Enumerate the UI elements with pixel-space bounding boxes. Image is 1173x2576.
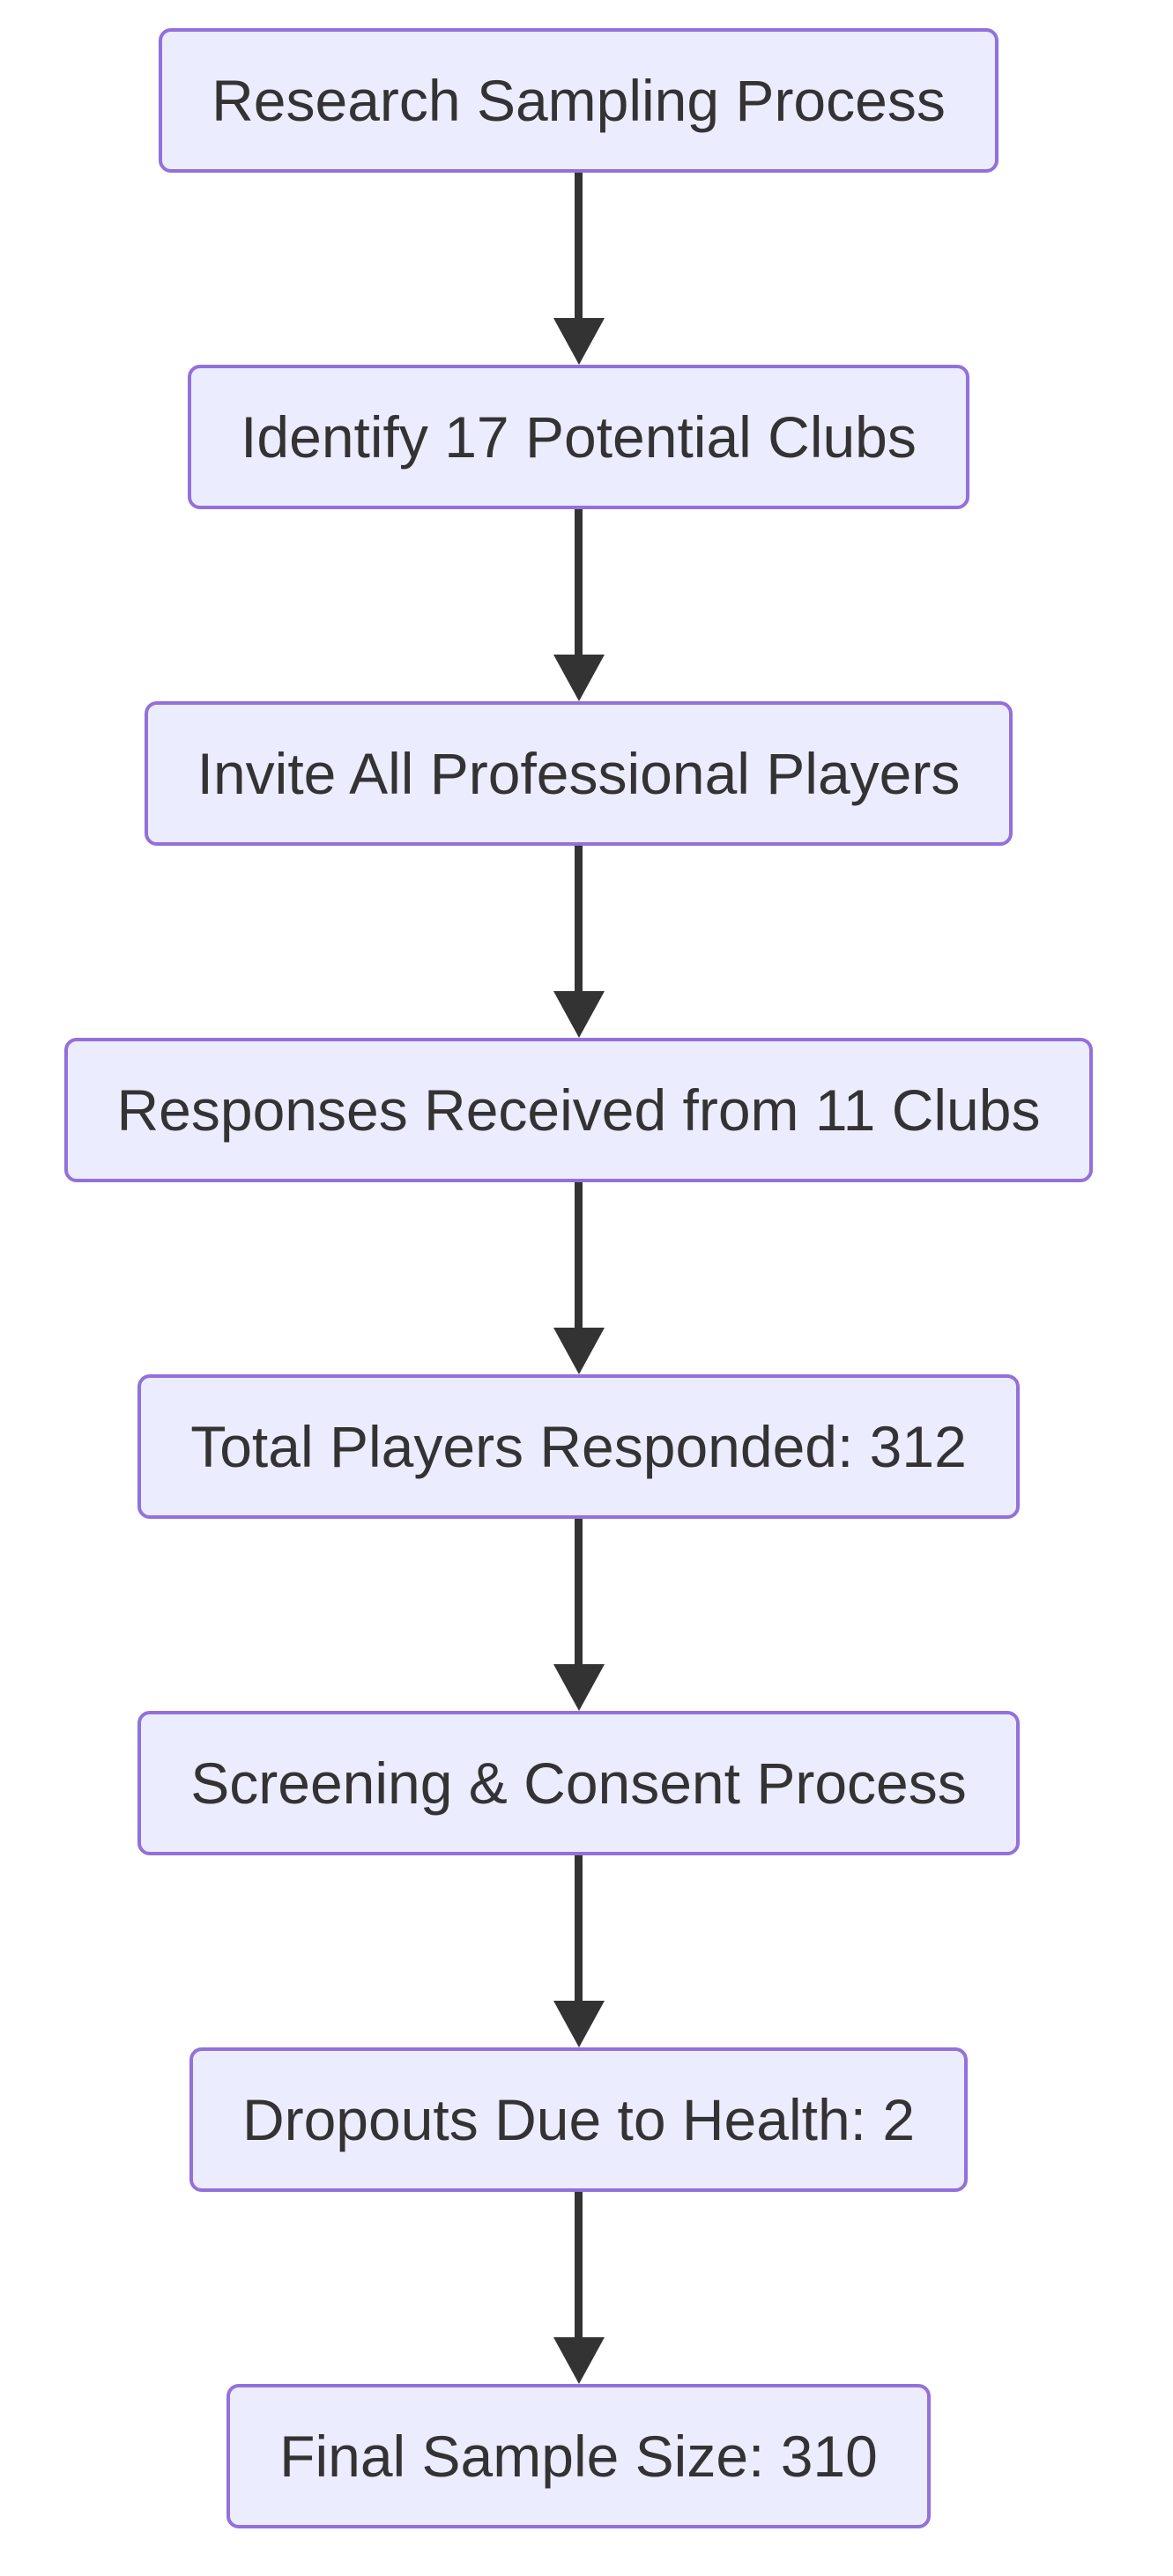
arrow-line [575, 509, 583, 657]
node-label: Responses Received from 11 Clubs [116, 1077, 1041, 1143]
node-total-players-responded: Total Players Responded: 312 [137, 1374, 1020, 1519]
node-label: Screening & Consent Process [190, 1751, 967, 1816]
arrow-head-icon [553, 318, 605, 365]
node-label: Research Sampling Process [212, 68, 946, 133]
arrow-head-icon [553, 991, 605, 1038]
arrow-line [575, 1855, 583, 2003]
arrow-head-icon [553, 655, 605, 701]
arrow-line [575, 1182, 583, 1330]
arrow-head-icon [553, 2001, 605, 2047]
node-final-sample-size: Final Sample Size: 310 [226, 2384, 931, 2528]
node-label: Total Players Responded: 312 [190, 1414, 967, 1479]
arrow-head-icon [553, 1664, 605, 1711]
node-label: Final Sample Size: 310 [279, 2424, 878, 2489]
arrow-line [575, 2192, 583, 2340]
node-screening-consent-process: Screening & Consent Process [137, 1711, 1020, 1855]
arrow-head-icon [553, 2337, 605, 2384]
node-label: Invite All Professional Players [197, 741, 961, 806]
arrow-head-icon [553, 1328, 605, 1374]
node-responses-received: Responses Received from 11 Clubs [63, 1038, 1094, 1182]
arrow-line [575, 1519, 583, 1667]
node-identify-potential-clubs: Identify 17 Potential Clubs [188, 365, 969, 509]
edge-connector [553, 509, 605, 701]
edge-connector [553, 173, 605, 365]
arrow-line [575, 846, 583, 994]
node-dropouts-due-to-health: Dropouts Due to Health: 2 [189, 2047, 969, 2192]
node-label: Identify 17 Potential Clubs [241, 404, 917, 470]
node-research-sampling-process: Research Sampling Process [159, 28, 999, 173]
edge-connector [553, 1519, 605, 1711]
edge-connector [553, 846, 605, 1038]
node-invite-professional-players: Invite All Professional Players [144, 701, 1013, 846]
edge-connector [553, 1855, 605, 2047]
node-label: Dropouts Due to Health: 2 [241, 2087, 916, 2152]
edge-connector [553, 2192, 605, 2384]
arrow-line [575, 173, 583, 321]
edge-connector [553, 1182, 605, 1374]
